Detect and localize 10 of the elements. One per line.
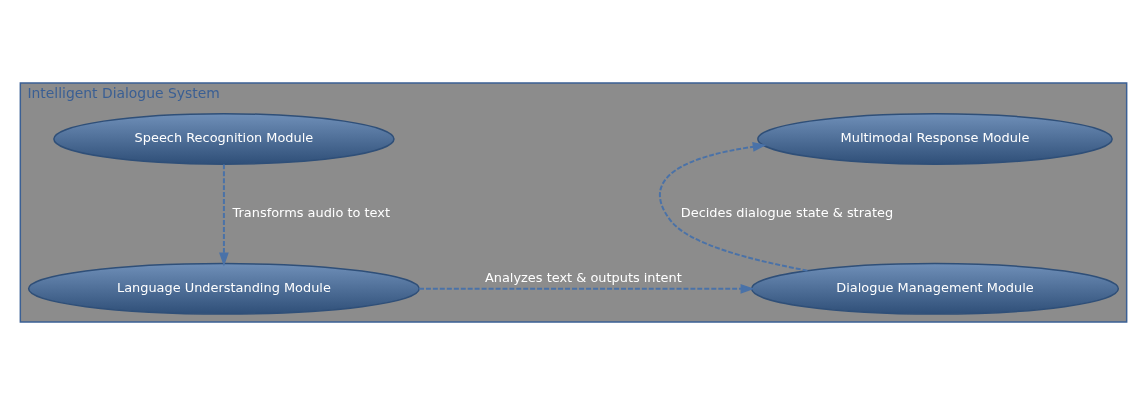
arrow <box>418 283 755 294</box>
edge-label: Transforms audio to text <box>232 205 390 221</box>
node-ellipse: Multimodal Response Module <box>757 113 1113 165</box>
node-ellipse: Language Understanding Module <box>27 262 420 315</box>
arrow <box>219 163 229 267</box>
edge-label: Decides dialogue state & strateg <box>680 205 894 221</box>
arrow <box>659 142 809 272</box>
node-ellipse: Speech Recognition Module <box>53 113 395 165</box>
edge-label: Analyzes text & outputs intent <box>484 270 682 286</box>
node-ellipse: Dialogue Management Module <box>750 262 1120 315</box>
